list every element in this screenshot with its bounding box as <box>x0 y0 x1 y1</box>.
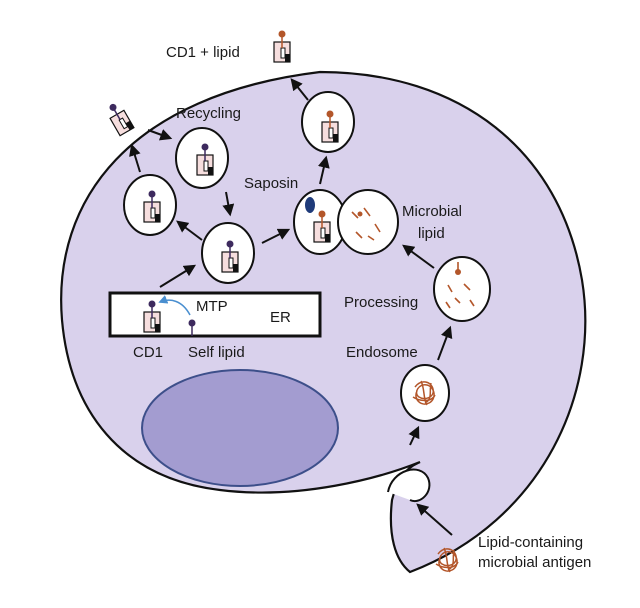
membrane-invagination <box>387 468 431 503</box>
arrow-recycling-top-to-bottom <box>222 191 235 217</box>
recycling-label: Recycling <box>176 105 241 122</box>
cd1-molecule-membrane-left <box>103 99 135 137</box>
processing-label: Processing <box>344 294 418 311</box>
endosome-label: Endosome <box>346 344 418 361</box>
processing-vesicle <box>433 256 491 322</box>
pathway-arrows <box>129 78 453 536</box>
saposin-label: Saposin <box>244 175 298 192</box>
mtp-transfer-arrow <box>158 295 191 316</box>
arrow-fusion-to-loaded <box>317 155 330 185</box>
arrow-uptake <box>416 503 453 536</box>
arrow-to-processing <box>437 325 453 361</box>
arrow-vesicle-to-fusion <box>261 228 291 244</box>
self-lipid-label: Self lipid <box>188 344 245 361</box>
fusion-vesicle-right <box>337 189 399 255</box>
saposin <box>305 197 315 213</box>
er-label: ER <box>270 309 291 326</box>
arrow-er-to-vesicle <box>159 264 197 288</box>
microbial-lipid-label-line2: lipid <box>418 225 445 242</box>
cd1-molecule-surface <box>273 29 291 63</box>
microbial-lipid-fragments-fusion <box>351 207 381 241</box>
endosome <box>400 364 450 422</box>
nucleus <box>141 369 339 487</box>
cd1-lipid-label: CD1 + lipid <box>166 44 240 61</box>
mtp-label: MTP <box>196 298 228 315</box>
microbial-lipid-fragments-processing <box>445 262 475 309</box>
arrow-to-fusion <box>402 244 435 269</box>
antigen-label-line2: microbial antigen <box>478 554 591 571</box>
arrow-vesicle-to-recycling-left <box>176 220 203 241</box>
antigen-label-line1: Lipid-containing <box>478 534 583 551</box>
arrow-recycling-left-to-membrane <box>129 143 141 173</box>
microbial-lipid-label-line1: Microbial <box>402 203 462 220</box>
self-lipid-er <box>188 319 196 336</box>
arrow-to-endosome <box>408 425 420 446</box>
arrow-membrane-to-recycling-top <box>147 129 173 141</box>
arrow-loaded-to-surface <box>290 78 309 101</box>
cd1-label: CD1 <box>133 344 163 361</box>
external-antigen <box>435 547 459 573</box>
